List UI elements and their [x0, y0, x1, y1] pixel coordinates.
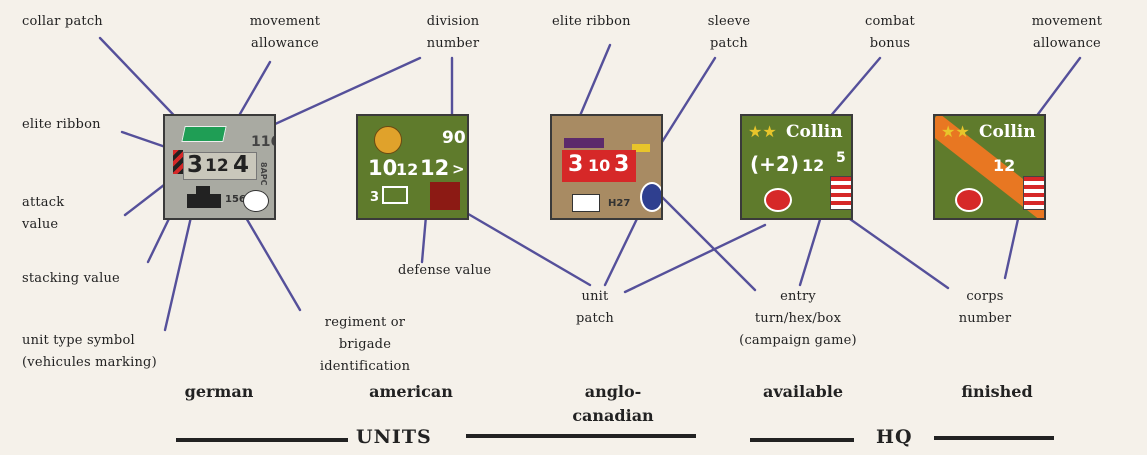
- factor-box: [183, 152, 257, 180]
- flag-icon: [1023, 176, 1044, 210]
- infantry-symbol-icon: [382, 186, 408, 204]
- plane-badge-icon: [243, 190, 269, 212]
- label-entry: entry turn/hex/box (campaign game): [739, 289, 857, 348]
- elite-stars-icon: ★★: [748, 122, 777, 141]
- hq-badge-icon: [955, 188, 983, 212]
- leader-unit-patch-c: [623, 223, 767, 294]
- sleeve-patch: [632, 144, 650, 152]
- elite-stars-icon: ★★: [941, 122, 970, 141]
- movement-value: 12: [420, 156, 450, 180]
- label-corps-number: corps number: [958, 289, 1012, 326]
- units-rule-left: [176, 438, 348, 442]
- regiment-number: 156: [225, 194, 246, 205]
- side-code: 8APC: [259, 162, 268, 186]
- caption-finished: finished: [961, 382, 1033, 401]
- label-elite-ribbon-left: elite ribbon: [22, 117, 101, 132]
- division-number: 116: [251, 134, 274, 150]
- caption-german: german: [184, 382, 254, 401]
- leader-corps-b: [1003, 208, 1022, 280]
- leader-corps-a: [838, 210, 950, 290]
- attack-value: 3: [187, 152, 204, 178]
- label-movement-allowance-1: movement allowance: [249, 14, 321, 51]
- arrow-glyph: >: [452, 160, 465, 178]
- label-attack-value: attack value: [22, 195, 65, 232]
- vehicle-icon: [572, 194, 600, 212]
- commander-name: Collin: [786, 122, 843, 142]
- leader-sleeve: [660, 56, 717, 144]
- label-stacking-value: stacking value: [22, 271, 120, 286]
- defense-value: 12: [396, 160, 419, 179]
- commander-name: Collin: [979, 122, 1036, 142]
- stacking-value: 3: [370, 190, 380, 205]
- label-sleeve-patch: sleeve patch: [707, 14, 751, 51]
- defense-value: 10: [588, 156, 611, 175]
- attack-value: 10: [368, 156, 398, 180]
- label-regiment-id: regiment or brigade identification: [319, 315, 411, 374]
- caption-american: american: [369, 382, 453, 401]
- entry-hex: H27: [608, 198, 631, 209]
- division-badge-icon: [374, 126, 402, 154]
- anglo-canadian-counter: 3 10 3 H27: [550, 114, 663, 220]
- vehicle-hatch-icon: [196, 186, 210, 194]
- movement-value: 12: [802, 156, 825, 175]
- movement-value: 4: [233, 152, 250, 178]
- caption-available: available: [763, 382, 843, 401]
- available-hq-counter: ★★ Collin (+2) 12 5: [740, 114, 853, 220]
- leader-entry-a: [643, 178, 757, 292]
- hq-rule-right: [934, 436, 1054, 440]
- movement-value: 3: [614, 152, 630, 177]
- leader-unit-patch-a: [456, 206, 592, 287]
- defense-value: 12: [205, 156, 229, 176]
- combat-bonus: (+2): [750, 152, 799, 176]
- section-units: UNITS: [356, 426, 432, 448]
- unit-patch-icon: [640, 182, 661, 212]
- section-hq: HQ: [876, 426, 913, 448]
- elite-ribbon: [564, 138, 604, 148]
- label-movement-allowance-2: movement allowance: [1031, 14, 1103, 51]
- vehicle-icon: [187, 194, 221, 208]
- label-unit-patch: unit patch: [576, 289, 614, 326]
- label-division-number: division number: [426, 14, 480, 51]
- elite-ribbon-stripe: [173, 150, 183, 174]
- american-counter: 90 10 12 12 > 3: [356, 114, 469, 220]
- label-collar-patch: collar patch: [22, 14, 103, 29]
- attack-value: 3: [568, 152, 584, 177]
- label-unit-type-symbol: unit type symbol (vehicules marking): [22, 333, 157, 370]
- hq-badge-icon: [764, 188, 792, 212]
- leader-regiment: [236, 202, 302, 312]
- corps-number: 5: [836, 150, 846, 166]
- label-combat-bonus: combat bonus: [865, 14, 915, 51]
- caption-anglo-canadian: anglo- canadian: [572, 382, 654, 425]
- units-rule-right: [466, 434, 696, 438]
- finished-hq-counter: ★★ Collin 12: [933, 114, 1046, 220]
- unit-patch-icon: [430, 182, 460, 210]
- division-number: 90: [442, 128, 466, 148]
- label-elite-ribbon-top: elite ribbon: [552, 14, 631, 29]
- factor-box: [562, 150, 636, 182]
- hq-rule-left: [750, 438, 854, 442]
- german-counter: 116 3 12 4 8APC 156: [163, 114, 276, 220]
- flag-icon: [830, 176, 851, 210]
- leader-division-a: [260, 56, 422, 132]
- movement-value: 12: [993, 156, 1016, 175]
- leader-unit-type: [163, 202, 196, 332]
- collar-patch: [181, 126, 227, 142]
- label-defense-value: defense value: [398, 263, 492, 278]
